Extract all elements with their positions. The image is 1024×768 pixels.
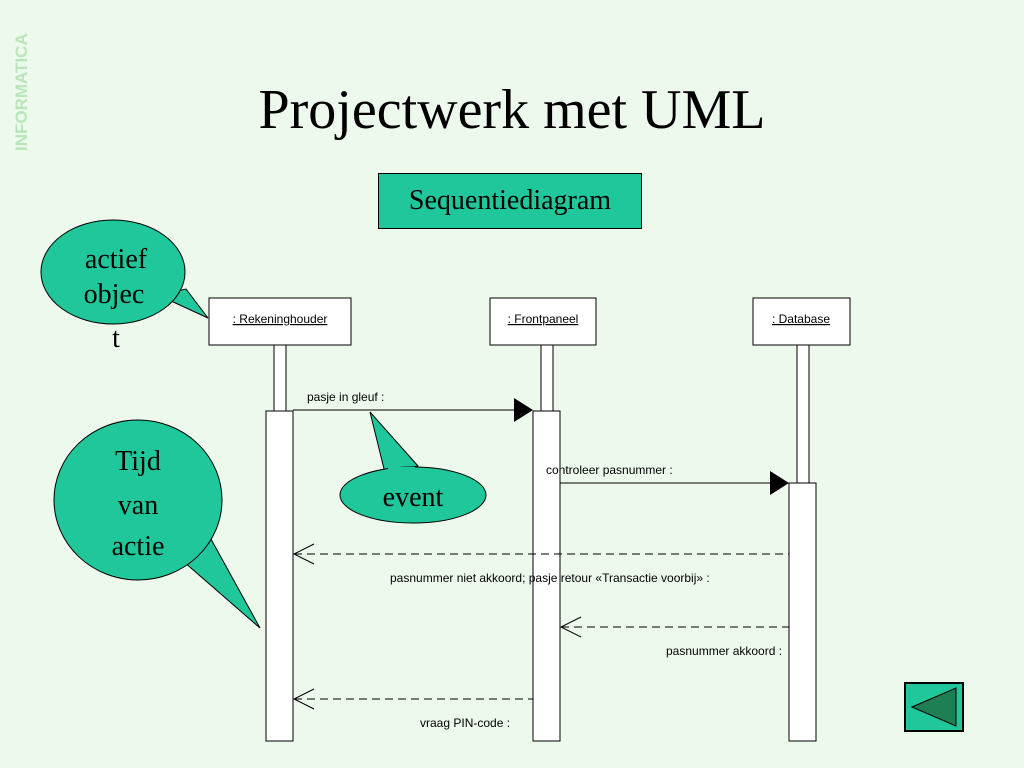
triangle-left-icon [910, 687, 957, 727]
lifeline-database: : Database [752, 297, 851, 742]
lifeline-label: : Rekeninghouder [233, 312, 328, 326]
callout-event: event [339, 411, 487, 524]
message-label: pasnummer niet akkoord; pasje retour «Tr… [390, 571, 710, 585]
message-pasnummer-niet-akkoord: pasnummer niet akkoord; pasje retour «Tr… [292, 543, 789, 585]
lifeline-frontpaneel: : Frontpaneel [489, 297, 597, 742]
diagram-type-label: Sequentiediagram [408, 185, 612, 216]
lifeline-label: : Database [772, 312, 830, 326]
message-vraag-pin-code: vraag PIN-code : [292, 688, 533, 730]
slide-title: Projectwerk met UML [258, 79, 766, 141]
diagram-type-box: Sequentiediagram [378, 173, 642, 229]
callout-active-object-line-2: objec [84, 279, 145, 310]
callout-time-line-3: actie [112, 531, 165, 562]
callout-time-line-2: van [118, 490, 158, 521]
callout-event-label: event [383, 482, 444, 513]
callout-active-object-line-1: actief [85, 244, 148, 275]
informatica-vertical-label: INFORMATICA [4, 6, 36, 156]
callout-active-object-line-3: t [112, 323, 120, 354]
informatica-label-text: INFORMATICA [12, 33, 31, 151]
lifeline-label: : Frontpaneel [508, 312, 579, 326]
callout-time-line-1: Tijd [115, 446, 161, 477]
message-label: pasje in gleuf : [307, 390, 384, 404]
message-label: vraag PIN-code : [420, 716, 510, 730]
message-pasnummer-akkoord: pasnummer akkoord : [559, 616, 789, 658]
message-pasje-in-gleuf: pasje in gleuf : [293, 390, 533, 422]
lifeline-rekeninghouder: : Rekeninghouder [208, 297, 352, 742]
message-controleer-pasnummer: controleer pasnummer : [546, 463, 789, 495]
callout-active-object: actief objec t [40, 219, 209, 354]
message-label: pasnummer akkoord : [666, 644, 782, 658]
callout-time-of-action: Tijd van actie [53, 419, 261, 629]
message-label: controleer pasnummer : [546, 463, 673, 477]
previous-slide-button[interactable] [904, 682, 964, 732]
